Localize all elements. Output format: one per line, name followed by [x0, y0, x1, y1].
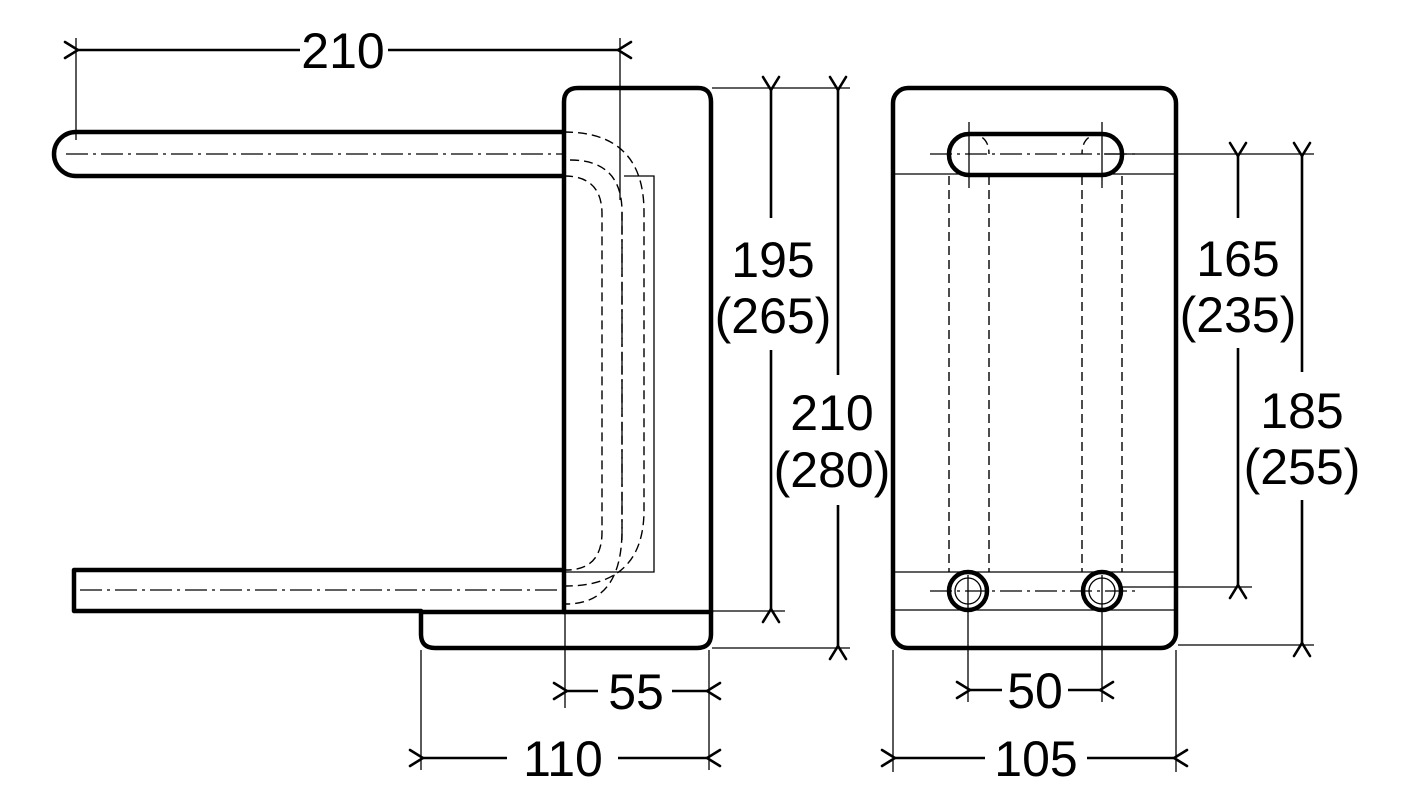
side-inner-width-label: 55: [608, 664, 664, 720]
side-height-b-alt-label: (280): [774, 442, 891, 498]
front-hole-spacing-label: 50: [1007, 663, 1063, 719]
side-inner-plate-outline: [566, 175, 655, 573]
side-height-a-alt-label: (265): [715, 288, 832, 344]
front-hidden-slot-arc-right: [1081, 133, 1103, 155]
front-view: 50 105 165 (235) 185 (255): [890, 85, 1361, 787]
side-hidden-bend-inner: [563, 175, 603, 571]
front-slot-height-label: 165: [1196, 231, 1279, 287]
side-view: 210 195 (265) 210 (280) 55 110: [51, 23, 891, 787]
side-top-length-label: 210: [301, 23, 384, 79]
front-hidden-slot-arc-left: [968, 133, 990, 155]
side-bottom-rod: [71, 567, 567, 614]
side-bracket-block: [561, 85, 714, 615]
front-total-height-alt-label: (255): [1244, 439, 1361, 495]
side-hidden-bend-outer: [563, 131, 645, 587]
side-height-b-label: 210: [790, 385, 873, 441]
side-base-width-label: 110: [523, 731, 603, 787]
front-slot-height-alt-label: (235): [1180, 287, 1297, 343]
front-plate-outline: [890, 85, 1179, 651]
side-height-a-label: 195: [731, 232, 814, 288]
front-width-label: 105: [994, 731, 1077, 787]
front-total-height-label: 185: [1260, 383, 1343, 439]
side-top-rod: [51, 129, 567, 179]
side-base-plate: [418, 609, 714, 651]
side-hidden-bend-mid: [565, 159, 623, 605]
